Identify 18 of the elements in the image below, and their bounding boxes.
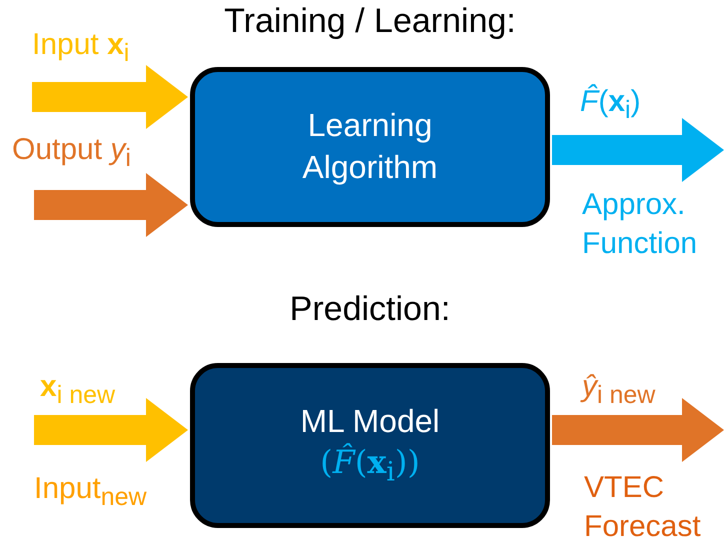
text-label: Approx. Function: [582, 187, 698, 262]
edge-label: Input x$_{i}$: [32, 28, 130, 68]
edge-label: F̂(x$_{i}$): [580, 85, 641, 125]
block-arrow: [552, 118, 724, 182]
block-arrow: [34, 173, 188, 237]
box-text: Learning Algorithm: [301, 106, 439, 187]
box-text: (F̂(x$_{i}$)): [320, 442, 420, 490]
edge-label: x$_{i new}$: [40, 370, 116, 410]
block-arrow: [32, 65, 188, 129]
heading: Prediction:: [288, 290, 452, 329]
text-label: Input$_{new}$: [34, 472, 147, 512]
block-arrow: [552, 398, 724, 462]
text-label: VTEC Forecast: [584, 470, 702, 545]
heading: Training / Learning:: [223, 2, 517, 41]
edge-label: ŷ$_{i new}$: [582, 370, 656, 410]
block-arrow: [34, 398, 188, 462]
box-text: ML Model: [300, 402, 440, 441]
edge-label: Output y$_{i}$: [12, 133, 131, 173]
